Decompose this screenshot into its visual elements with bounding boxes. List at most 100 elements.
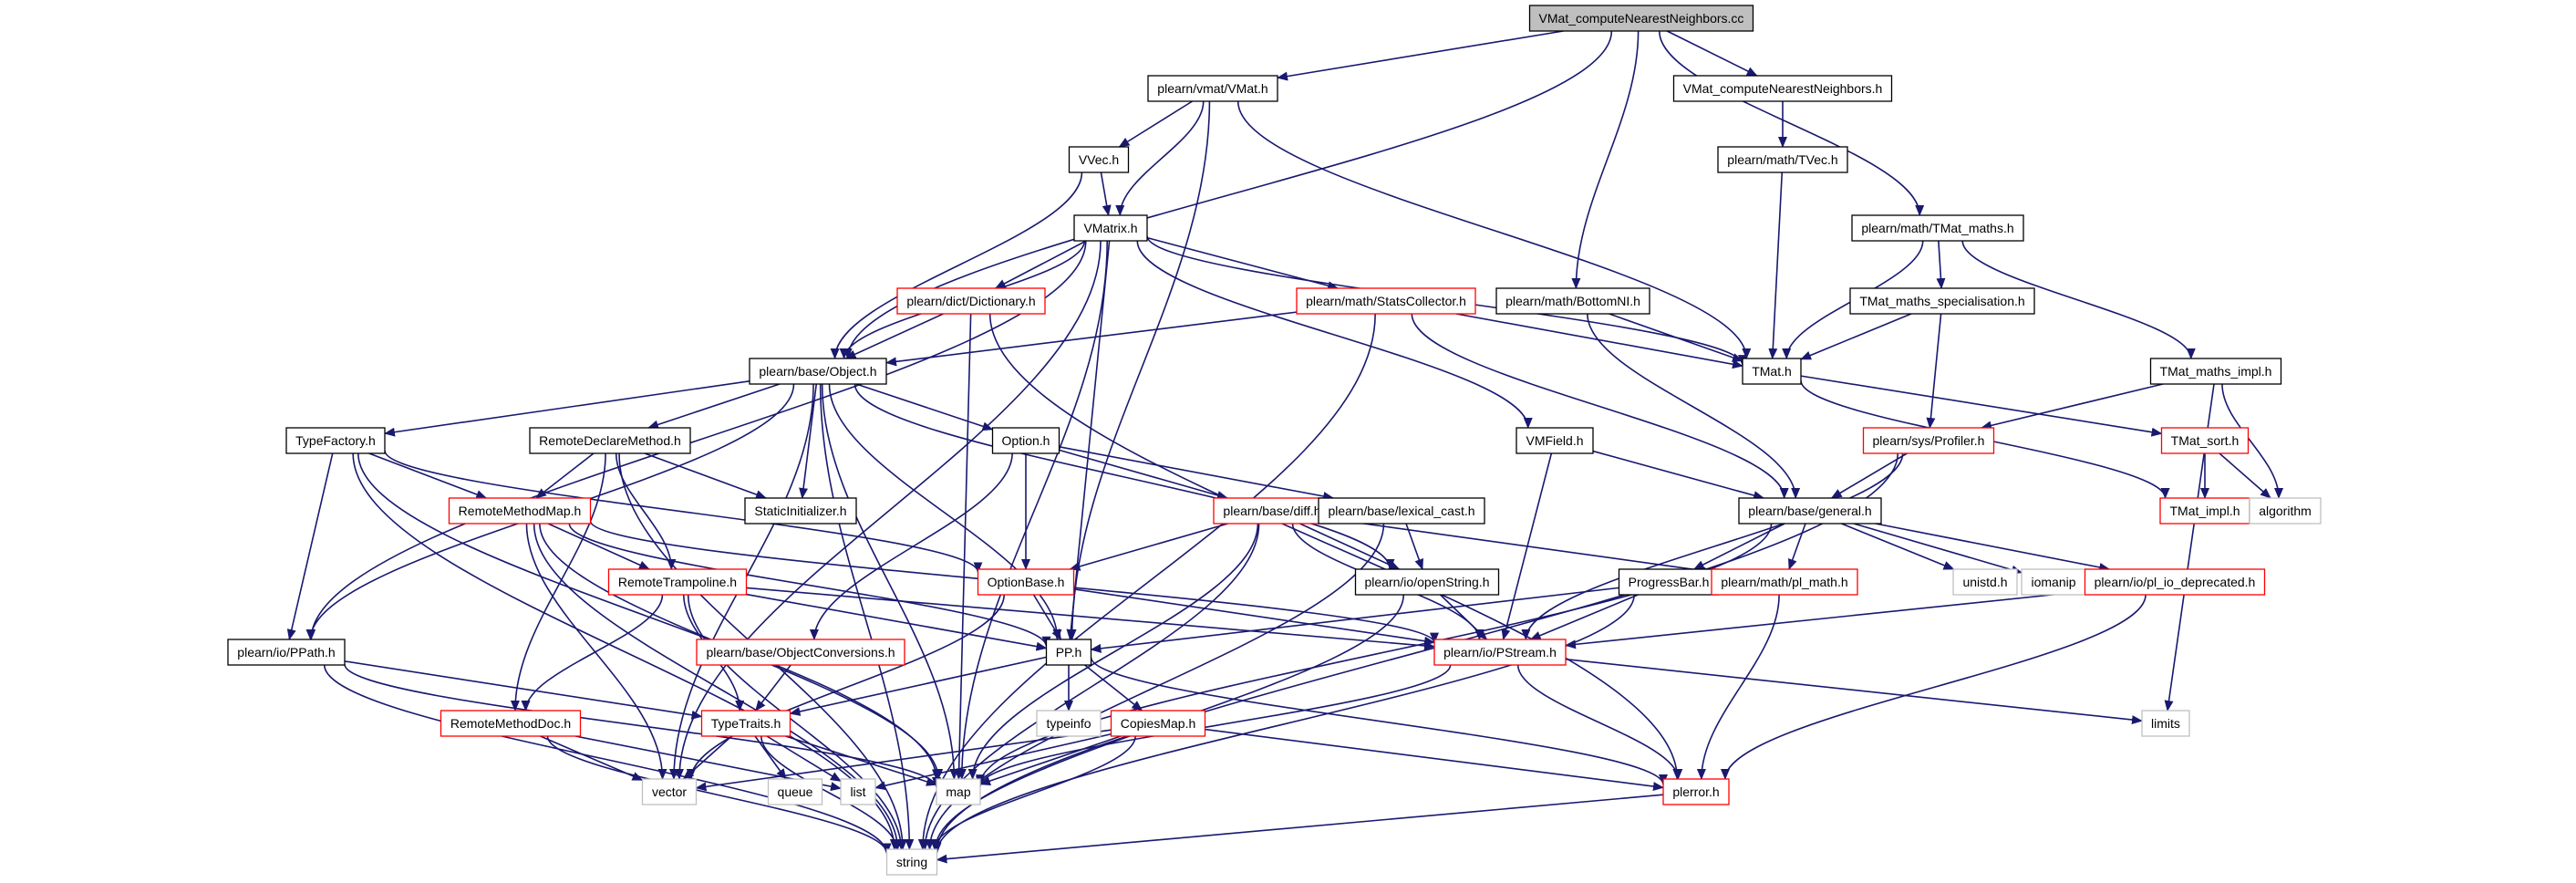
- edge-general-to-iomanip: [1853, 523, 2023, 575]
- edge-optionbase-to-vector: [686, 594, 1005, 780]
- edge-diff-to-optionbase: [1069, 523, 1228, 571]
- edge-remotemethodmap-to-vector: [525, 523, 667, 780]
- node-label: plearn/base/general.h: [1748, 504, 1871, 518]
- node-remotemethodmap[interactable]: RemoteMethodMap.h: [448, 497, 592, 525]
- node-box: [285, 427, 386, 454]
- node-label: limits: [2151, 716, 2180, 731]
- node-box: [448, 497, 592, 525]
- edge-tvec-to-tmat: [1768, 171, 1784, 359]
- node-dictionary[interactable]: plearn/dict/Dictionary.h: [896, 287, 1046, 315]
- node-box: [991, 427, 1060, 454]
- node-label: plerror.h: [1672, 784, 1719, 799]
- node-tmatsort[interactable]: TMat_sort.h: [2160, 427, 2250, 454]
- node-copiesmap[interactable]: CopiesMap.h: [1110, 710, 1206, 737]
- node-pp[interactable]: PP.h: [1045, 639, 1092, 666]
- edge-copiesmap-to-list: [874, 732, 1112, 791]
- node-box: [641, 778, 698, 805]
- edge-dictionary-to-map: [954, 313, 972, 780]
- node-label: algorithm: [2259, 504, 2312, 518]
- node-pstream[interactable]: plearn/io/PStream.h: [1433, 639, 1567, 666]
- node-objconv[interactable]: plearn/base/ObjectConversions.h: [696, 639, 905, 666]
- node-vmat[interactable]: plearn/vmat/VMat.h: [1147, 75, 1278, 102]
- node-root[interactable]: VMat_computeNearestNeighbors.cc: [1528, 5, 1754, 32]
- node-box: [1738, 497, 1882, 525]
- edge-typetraits-to-string: [760, 735, 902, 850]
- node-tvec[interactable]: plearn/math/TVec.h: [1717, 146, 1848, 173]
- node-progressbar[interactable]: ProgressBar.h: [1618, 568, 1720, 596]
- edge-bottomni-to-tmat: [1609, 313, 1743, 362]
- node-tmat[interactable]: TMat.h: [1742, 358, 1802, 385]
- node-staticinit[interactable]: StaticInitializer.h: [744, 497, 857, 525]
- node-label: queue: [778, 784, 813, 799]
- node-bottomni[interactable]: plearn/math/BottomNI.h: [1495, 287, 1650, 315]
- node-box: [1036, 710, 1102, 737]
- node-label: plearn/dict/Dictionary.h: [906, 294, 1035, 308]
- node-label: RemoteTrampoline.h: [618, 575, 737, 589]
- edge-general-to-map: [976, 523, 1773, 786]
- node-statscollector[interactable]: plearn/math/StatsCollector.h: [1296, 287, 1476, 315]
- node-label: plearn/base/Object.h: [759, 364, 876, 379]
- edge-optionbase-to-pp: [1032, 594, 1062, 640]
- node-general[interactable]: plearn/base/general.h: [1738, 497, 1882, 525]
- node-vvec[interactable]: VVec.h: [1068, 146, 1130, 173]
- node-vmfield[interactable]: VMField.h: [1516, 427, 1594, 454]
- edge-remotedeclare-to-staticinit: [644, 452, 767, 499]
- node-box: [607, 568, 748, 596]
- node-label: plearn/io/PStream.h: [1443, 645, 1557, 660]
- node-tmatmaths[interactable]: plearn/math/TMat_maths.h: [1851, 214, 2024, 242]
- node-box: [1528, 5, 1754, 32]
- edge-remotemethoddoc-to-vector: [540, 735, 644, 782]
- node-optionbase[interactable]: OptionBase.h: [977, 568, 1075, 596]
- node-plmath[interactable]: plearn/math/pl_math.h: [1711, 568, 1858, 596]
- node-object[interactable]: plearn/base/Object.h: [749, 358, 887, 385]
- node-profiler[interactable]: plearn/sys/Profiler.h: [1862, 427, 1995, 454]
- node-typefactory[interactable]: TypeFactory.h: [285, 427, 386, 454]
- node-option[interactable]: Option.h: [991, 427, 1060, 454]
- node-label: plearn/math/TVec.h: [1727, 152, 1837, 167]
- edge-objconv-to-typetraits: [755, 664, 791, 712]
- edge-remotedeclare-to-remotemethoddoc: [510, 452, 606, 712]
- edge-statscollector-to-object: [885, 311, 1298, 367]
- node-openstring[interactable]: plearn/io/openString.h: [1354, 568, 1500, 596]
- edge-lexicalcast-to-openstring: [1405, 523, 1423, 570]
- edge-tmat-to-tmatsort: [1800, 375, 2163, 437]
- edge-root-to-bottomni: [1571, 30, 1640, 289]
- node-algorithm: algorithm: [2249, 497, 2322, 525]
- node-vmcnn[interactable]: VMat_computeNearestNeighbors.h: [1672, 75, 1893, 102]
- node-remotedeclare[interactable]: RemoteDeclareMethod.h: [529, 427, 691, 454]
- node-ppath[interactable]: plearn/io/PPath.h: [227, 639, 346, 666]
- node-label: plearn/io/pl_io_deprecated.h: [2095, 575, 2256, 589]
- edge-vmat-to-vvec: [1118, 100, 1193, 148]
- node-box: [977, 568, 1075, 596]
- node-typetraits[interactable]: TypeTraits.h: [700, 710, 791, 737]
- edge-object-to-string: [819, 383, 915, 850]
- node-box: [227, 639, 346, 666]
- node-diff[interactable]: plearn/base/diff.h: [1213, 497, 1331, 525]
- node-label: TypeFactory.h: [295, 433, 376, 448]
- node-plerror[interactable]: plerror.h: [1662, 778, 1730, 805]
- node-label: plearn/base/lexical_cast.h: [1328, 504, 1474, 518]
- node-vector: vector: [641, 778, 698, 805]
- edge-tmatmathsimpl-to-algorithm: [2221, 383, 2284, 499]
- edge-diff-to-openstring: [1299, 523, 1401, 570]
- edge-general-to-pliodep: [1875, 523, 2111, 572]
- node-vmatrix[interactable]: VMatrix.h: [1073, 214, 1148, 242]
- edge-object-to-staticinit: [799, 383, 818, 499]
- node-pliodep[interactable]: plearn/io/pl_io_deprecated.h: [2084, 568, 2266, 596]
- edge-pliodep-to-pstream: [1565, 590, 2085, 649]
- edge-profiler-to-general: [1830, 452, 1908, 499]
- edge-progressbar-to-string: [932, 594, 1635, 854]
- node-remotemethoddoc[interactable]: RemoteMethodDoc.h: [440, 710, 582, 737]
- node-box: [936, 778, 981, 805]
- node-label: Option.h: [1002, 433, 1050, 448]
- node-tmatmathsspec[interactable]: TMat_maths_specialisation.h: [1849, 287, 2035, 315]
- edge-dictionary-to-object: [844, 313, 944, 359]
- node-typeinfo: typeinfo: [1036, 710, 1102, 737]
- edge-copiesmap-to-map: [979, 735, 1122, 785]
- node-label: TMat_impl.h: [2169, 504, 2240, 518]
- node-tmatimpl[interactable]: TMat_impl.h: [2159, 497, 2250, 525]
- node-lexicalcast[interactable]: plearn/base/lexical_cast.h: [1318, 497, 1485, 525]
- node-box: [1073, 214, 1148, 242]
- node-tmatmathsimpl[interactable]: TMat_maths_impl.h: [2149, 358, 2282, 385]
- node-remotetrampoline[interactable]: RemoteTrampoline.h: [607, 568, 748, 596]
